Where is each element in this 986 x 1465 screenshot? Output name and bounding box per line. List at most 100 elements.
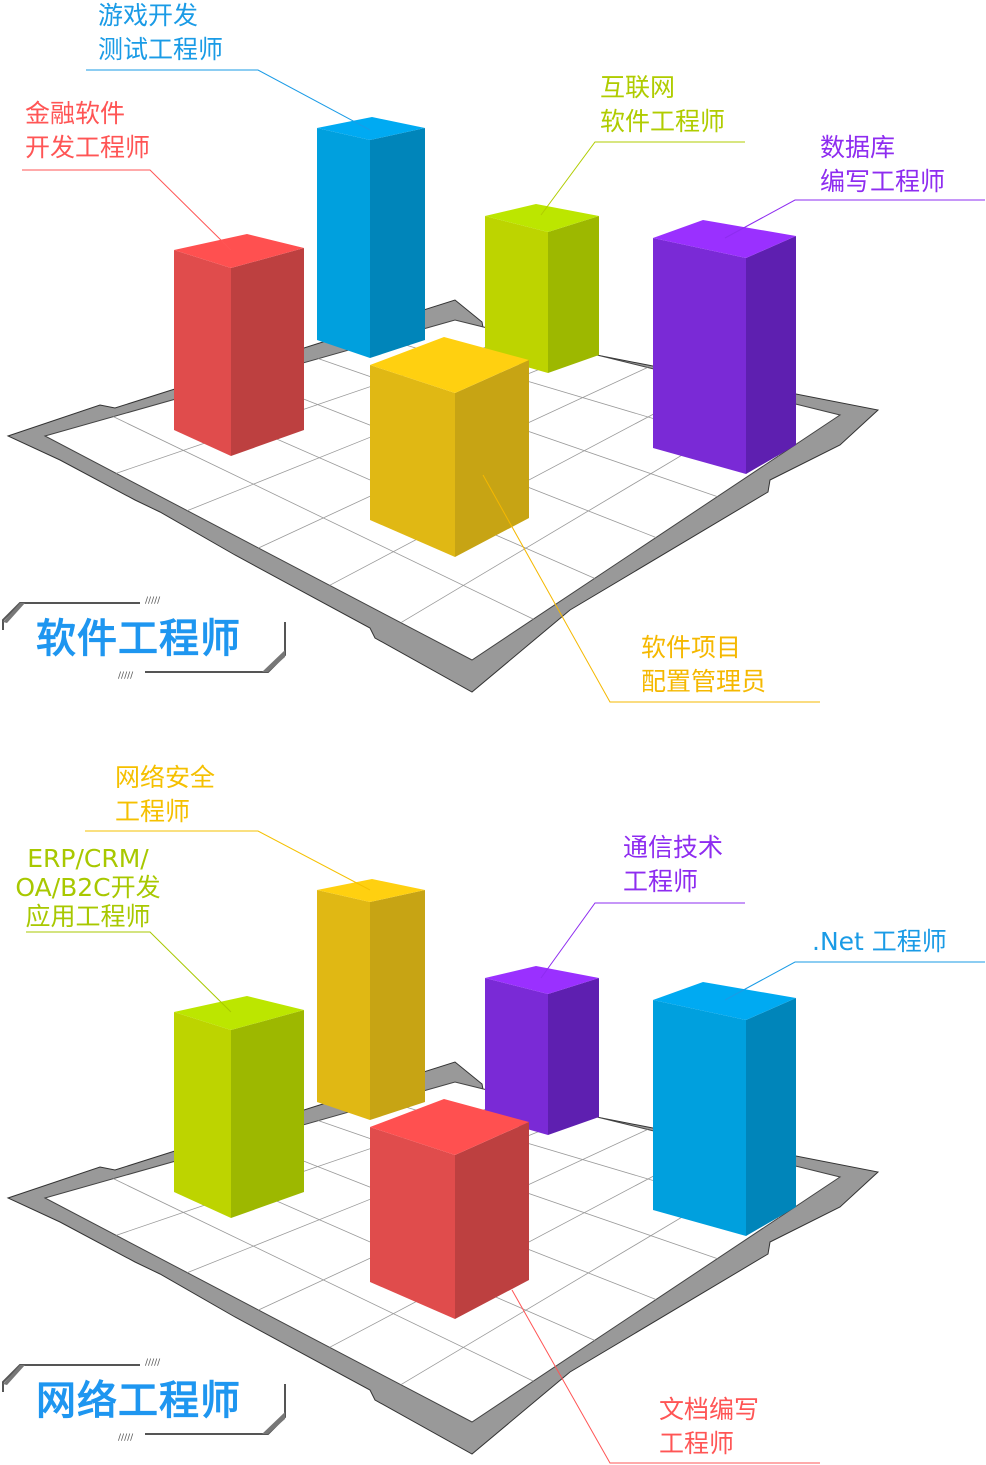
- bar-left-face: [653, 238, 746, 474]
- label-back-left: 网络安全工程师: [85, 763, 371, 891]
- label-right: 数据库编写工程师: [724, 133, 985, 239]
- badge-hatch: /////: [118, 671, 134, 681]
- label-line: 应用工程师: [25, 902, 150, 931]
- bar-right-face: [746, 236, 796, 474]
- bar-back-right-purple: [485, 966, 599, 1135]
- badge-hatch: /////: [145, 1358, 161, 1368]
- label-text: 数据库编写工程师: [820, 133, 945, 196]
- leader-line: [724, 199, 985, 239]
- label-text: 通信技术工程师: [623, 833, 723, 896]
- label-line: 数据库: [820, 133, 895, 162]
- bar-back-right-green: [485, 204, 599, 373]
- label-line: 游戏开发: [98, 1, 198, 30]
- leader-line: [26, 931, 232, 1013]
- bar-top-face: [317, 117, 425, 140]
- bar-back-left-blue: [317, 117, 425, 358]
- bar-right-face: [231, 1010, 304, 1218]
- leader-line: [22, 169, 232, 251]
- label-line: 软件项目: [641, 633, 741, 662]
- bar-top-face: [653, 220, 796, 258]
- label-line: 测试工程师: [98, 35, 223, 64]
- label-back-right: 通信技术工程师: [540, 833, 745, 979]
- badge-corner: [262, 1412, 285, 1434]
- bar-top-face: [174, 234, 304, 268]
- label-line: .Net 工程师: [812, 927, 947, 956]
- label-right: .Net 工程师: [724, 927, 985, 1001]
- bar-left-red: [174, 234, 304, 456]
- label-line: 金融软件: [25, 99, 125, 128]
- bar-left-green: [174, 996, 304, 1218]
- label-line: OA/B2C开发: [15, 873, 160, 902]
- bar-top-face: [653, 982, 796, 1020]
- title-badge: ///// ///// 软件工程师: [2, 596, 286, 681]
- label-front: 软件项目配置管理员: [482, 474, 820, 703]
- panel-1: 游戏开发测试工程师金融软件开发工程师互联网软件工程师数据库编写工程师软件项目配置…: [2, 1, 985, 703]
- label-line: 工程师: [115, 797, 190, 826]
- bar-front-yellow: [370, 337, 529, 557]
- leader-line: [85, 830, 371, 891]
- label-line: 网络安全: [115, 763, 215, 792]
- bar-top-face: [370, 337, 529, 393]
- bar-right-face: [548, 216, 599, 373]
- bar-front-red: [370, 1099, 529, 1319]
- bar-top-face: [485, 204, 599, 232]
- badge-frame-top: [2, 1364, 140, 1392]
- label-line: 文档编写: [659, 1395, 759, 1424]
- bar-left-face: [370, 365, 455, 557]
- label-text: .Net 工程师: [812, 927, 947, 956]
- bar-left-face: [317, 890, 370, 1120]
- badge-hatch: /////: [118, 1433, 134, 1443]
- label-back-left: 游戏开发测试工程师: [86, 1, 371, 131]
- bar-right-purple: [653, 220, 796, 474]
- badge-corner: [3, 603, 25, 623]
- bar-back-left-yellow: [317, 879, 425, 1120]
- leader-line: [511, 1289, 820, 1464]
- label-text: 游戏开发测试工程师: [98, 1, 223, 64]
- leader-line: [540, 902, 745, 979]
- bar-left-face: [174, 250, 231, 456]
- bar-left-face: [653, 1000, 746, 1236]
- leader-line: [540, 141, 745, 216]
- badge-corner: [262, 650, 285, 672]
- label-text: ERP/CRM/OA/B2C开发应用工程师: [15, 844, 160, 931]
- label-line: 通信技术: [623, 833, 723, 862]
- title-badge: ///// ///// 网络工程师: [2, 1358, 286, 1443]
- label-front: 文档编写工程师: [511, 1289, 820, 1464]
- label-text: 文档编写工程师: [659, 1395, 759, 1458]
- bar-top-face: [317, 879, 425, 902]
- badge-frame-top: [2, 602, 140, 630]
- label-left: 金融软件开发工程师: [22, 99, 232, 251]
- bar-top-face: [370, 1099, 529, 1155]
- bar-right-face: [548, 978, 599, 1135]
- label-line: 互联网: [600, 73, 675, 102]
- bar-left-face: [485, 216, 548, 373]
- label-line: 工程师: [623, 867, 698, 896]
- bar-top-face: [485, 966, 599, 994]
- bar-right-blue: [653, 982, 796, 1236]
- badge-corner: [3, 1365, 25, 1385]
- label-line: ERP/CRM/: [27, 844, 149, 873]
- label-line: 软件工程师: [600, 107, 725, 136]
- bar-left-face: [370, 1127, 455, 1319]
- badge-hatch: /////: [145, 596, 161, 606]
- label-back-right: 互联网软件工程师: [540, 73, 745, 216]
- label-line: 开发工程师: [25, 133, 150, 162]
- label-line: 工程师: [659, 1429, 734, 1458]
- bar-right-face: [370, 890, 425, 1120]
- bar-left-face: [317, 128, 370, 358]
- panel-2: 网络安全工程师ERP/CRM/OA/B2C开发应用工程师通信技术工程师.Net …: [2, 763, 985, 1464]
- label-text: 网络安全工程师: [115, 763, 215, 826]
- bar-left-face: [485, 978, 548, 1135]
- label-text: 金融软件开发工程师: [25, 99, 150, 162]
- bar-right-face: [455, 1122, 529, 1319]
- bar-top-face: [174, 996, 304, 1030]
- bar-right-face: [231, 248, 304, 456]
- leader-line: [724, 961, 985, 1001]
- panel-title: 软件工程师: [36, 616, 241, 662]
- label-line: 编写工程师: [820, 167, 945, 196]
- label-line: 配置管理员: [641, 667, 766, 696]
- bar-left-face: [174, 1012, 231, 1218]
- label-text: 互联网软件工程师: [600, 73, 725, 136]
- panel-title: 网络工程师: [36, 1378, 241, 1424]
